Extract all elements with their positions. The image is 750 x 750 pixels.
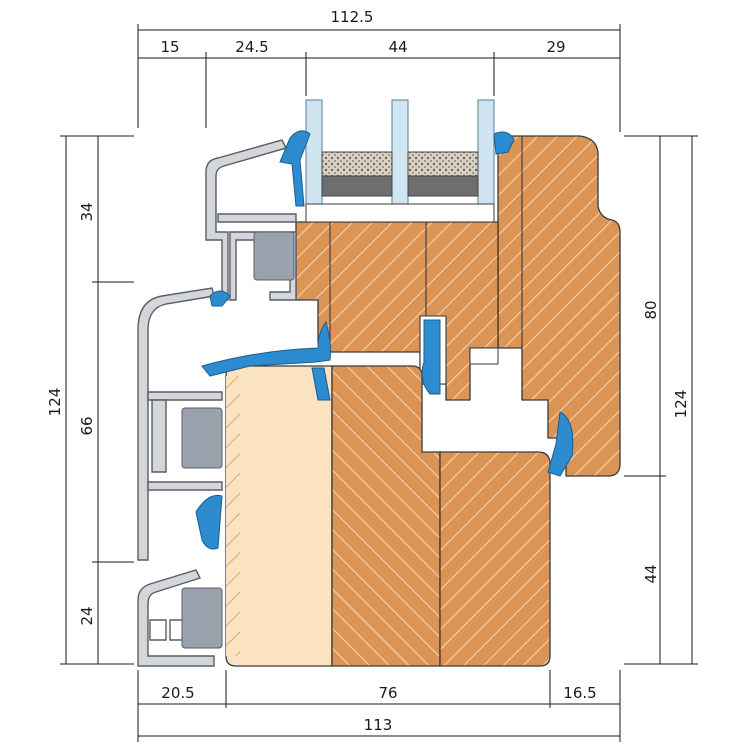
frame-middle-block	[331, 365, 441, 667]
gasket-rebate	[421, 319, 441, 395]
spacer-1	[321, 151, 393, 177]
dim-left-overall: 124	[46, 388, 64, 417]
gasket-inner-glazing	[493, 131, 515, 155]
glass-pane-1	[305, 99, 323, 213]
dim-right-lower: 44	[642, 564, 660, 583]
frame-cladding	[137, 287, 215, 561]
gasket-frame-lower	[195, 494, 223, 550]
dim-top-seg4: 29	[546, 38, 565, 56]
dim-bottom-overall: 113	[364, 716, 393, 734]
gasket-inner-frame	[547, 411, 574, 477]
glazing-bead	[205, 139, 288, 301]
frame-wood	[225, 365, 551, 667]
bottom-cladding	[137, 569, 215, 667]
dim-left-seg2: 66	[78, 416, 96, 435]
dim-right-overall: 124	[672, 390, 690, 419]
dim-top-overall: 112.5	[331, 8, 374, 26]
frame-light-stripe	[226, 376, 240, 656]
glass-pane-2	[391, 99, 409, 213]
dimension-lines	[60, 24, 698, 742]
frame-light-block	[225, 365, 333, 667]
dim-left-seg3: 24	[78, 606, 96, 625]
dim-left-seg1: 34	[78, 202, 96, 221]
spacer-2	[407, 151, 479, 177]
sash-outer-block	[497, 135, 621, 477]
gasket-outer-glazing	[279, 130, 311, 207]
dim-right-upper: 80	[642, 300, 660, 319]
dim-bottom-seg1: 20.5	[161, 684, 194, 702]
frame-right-block	[439, 451, 551, 667]
sash-wood	[295, 135, 621, 477]
dim-top-seg3: 44	[388, 38, 407, 56]
dim-top-seg1: 15	[160, 38, 179, 56]
gasket-sash-upper	[209, 290, 231, 307]
dim-bottom-seg3: 16.5	[563, 684, 596, 702]
clips	[181, 231, 295, 649]
glass-pane-3	[477, 99, 495, 213]
dimension-labels: 112.5 15 24.5 44 29 20.5 76 16.5 113 124…	[46, 8, 690, 734]
gaskets	[195, 130, 574, 550]
aluminium-cladding	[137, 139, 297, 667]
gasket-central	[201, 320, 331, 377]
glazing-unit	[305, 99, 495, 223]
dim-top-seg2: 24.5	[235, 38, 268, 56]
dim-bottom-seg2: 76	[378, 684, 397, 702]
